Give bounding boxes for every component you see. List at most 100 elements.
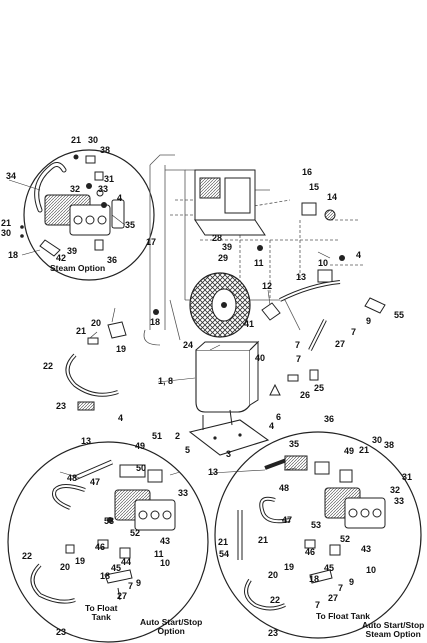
callout-label: 19 bbox=[116, 344, 127, 354]
callout-label: 19 bbox=[284, 562, 295, 572]
callout-label: 48 bbox=[67, 473, 78, 483]
callout-label: 10 bbox=[160, 558, 171, 568]
mounting-plate bbox=[188, 409, 270, 456]
callout-label: 21 bbox=[258, 535, 269, 545]
callout-label: 39 bbox=[67, 246, 78, 256]
callout-label: 9 bbox=[136, 578, 142, 588]
callout-label: 20 bbox=[91, 318, 102, 328]
callout-label: 25 bbox=[314, 383, 325, 393]
callout-label: 47 bbox=[90, 477, 101, 487]
callout-label: 13 bbox=[208, 467, 219, 477]
callout-label: 6 bbox=[276, 412, 282, 422]
callout-label: 54 bbox=[219, 549, 230, 559]
callout-label: 7 bbox=[351, 327, 357, 337]
callout-label: 23 bbox=[268, 628, 279, 638]
callout-label: 38 bbox=[100, 145, 111, 155]
callout-label: 33 bbox=[394, 496, 405, 506]
callout-label: 31 bbox=[104, 174, 115, 184]
callout-label: 15 bbox=[309, 182, 320, 192]
callout-label: 21 bbox=[1, 218, 12, 228]
callout-label: 48 bbox=[279, 483, 290, 493]
callout-label: 33 bbox=[98, 184, 109, 194]
callout-label: 21 bbox=[76, 326, 87, 336]
callout-label: 20 bbox=[60, 562, 71, 572]
callout-label: 19 bbox=[75, 556, 86, 566]
small-parts-right bbox=[257, 202, 386, 396]
callout-label: 30 bbox=[1, 228, 12, 238]
callout-label: 11 bbox=[254, 258, 264, 268]
float-tank-caption-right: To Float Tank bbox=[316, 611, 370, 621]
callout-label: 43 bbox=[361, 544, 372, 554]
callout-label: 27 bbox=[328, 593, 339, 603]
callout-label: 30 bbox=[88, 135, 99, 145]
callout-label: 4 bbox=[269, 421, 275, 431]
callout-label: 4 bbox=[117, 193, 123, 203]
pump-head-icon bbox=[324, 487, 386, 529]
callout-label: 2 bbox=[175, 431, 181, 441]
callout-label: 52 bbox=[130, 528, 141, 538]
callout-label: 4 bbox=[118, 413, 124, 423]
callout-label: 20 bbox=[268, 570, 279, 580]
callout-label: 27 bbox=[117, 591, 128, 601]
callout-label: 22 bbox=[22, 551, 33, 561]
callout-label: 33 bbox=[178, 488, 189, 498]
callout-label: 32 bbox=[70, 184, 81, 194]
pump-head-icon bbox=[114, 489, 176, 531]
callout-label: 44 bbox=[121, 557, 132, 567]
callout-label: 7 bbox=[315, 600, 321, 610]
callout-label: 51 bbox=[152, 431, 163, 441]
wheel-icon bbox=[189, 272, 251, 338]
engine-block bbox=[194, 169, 266, 236]
callout-label: 7 bbox=[295, 340, 301, 350]
callout-label: 3 bbox=[226, 449, 232, 459]
callout-label: 21 bbox=[359, 445, 370, 455]
callout-label: 35 bbox=[289, 439, 300, 449]
callout-label: 21 bbox=[218, 537, 229, 547]
callout-label: 40 bbox=[255, 353, 266, 363]
callout-label: 26 bbox=[300, 390, 311, 400]
callout-label: 18 bbox=[150, 317, 161, 327]
callout-label: 10 bbox=[366, 565, 377, 575]
callout-label: 7 bbox=[128, 581, 134, 591]
callout-label: 18 bbox=[100, 571, 111, 581]
callout-label: 7 bbox=[338, 583, 344, 593]
float-tank-caption: To Float Tank bbox=[85, 603, 118, 622]
callout-label: 4 bbox=[356, 250, 362, 260]
callout-label: 14 bbox=[327, 192, 338, 202]
callout-label: 36 bbox=[107, 255, 118, 265]
callout-label: 16 bbox=[302, 167, 313, 177]
auto-start-stop-steam-caption: Auto Start/Stop Steam Option bbox=[362, 620, 425, 639]
callout-label: 1, 8 bbox=[158, 376, 174, 386]
small-parts-left bbox=[65, 309, 159, 411]
callout-label: 34 bbox=[6, 171, 17, 181]
callout-label: 23 bbox=[56, 401, 67, 411]
auto-start-stop-caption: Auto Start/Stop Option bbox=[140, 617, 203, 636]
callout-label: 17 bbox=[146, 237, 157, 247]
callout-label: 28 bbox=[212, 233, 223, 243]
callout-label: 9 bbox=[349, 577, 355, 587]
callout-label: 18 bbox=[309, 574, 320, 584]
callout-label: 27 bbox=[335, 339, 346, 349]
callout-label: 50 bbox=[136, 463, 147, 473]
pump-head-icon bbox=[44, 194, 125, 236]
callout-label: 35 bbox=[125, 220, 136, 230]
callout-label: 12 bbox=[262, 281, 273, 291]
callout-label: 47 bbox=[282, 515, 293, 525]
callout-label: 46 bbox=[95, 542, 106, 552]
callout-label: 13 bbox=[81, 436, 92, 446]
callout-label: 5 bbox=[185, 445, 191, 455]
callout-label: 36 bbox=[324, 414, 335, 424]
callout-label: 13 bbox=[296, 272, 307, 282]
callout-label: 46 bbox=[305, 547, 316, 557]
callout-label: 10 bbox=[318, 258, 329, 268]
callout-label: 53 bbox=[104, 516, 115, 526]
steam-option-caption: Steam Option bbox=[50, 263, 106, 273]
callout-label: 32 bbox=[390, 485, 401, 495]
callout-label: 22 bbox=[270, 595, 281, 605]
callout-label: 53 bbox=[311, 520, 322, 530]
callout-label: 24 bbox=[183, 340, 194, 350]
leader-lines bbox=[8, 179, 331, 479]
callout-label: 30 bbox=[372, 435, 383, 445]
callout-label: 18 bbox=[8, 250, 19, 260]
